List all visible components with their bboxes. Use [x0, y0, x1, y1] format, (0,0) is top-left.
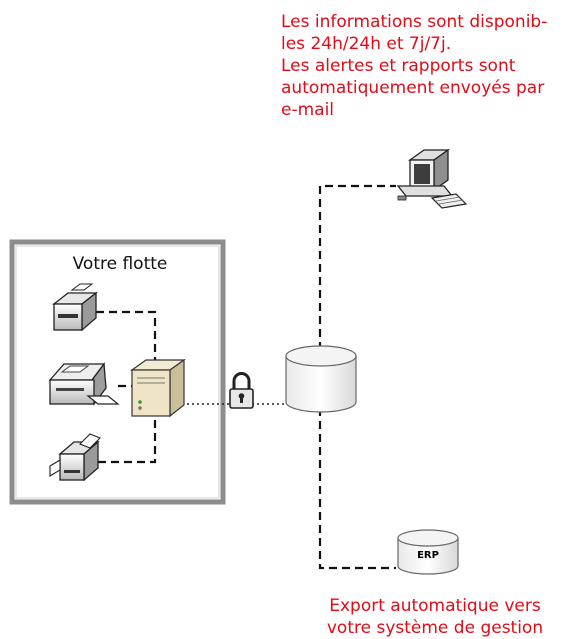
caption-export: Export automatique vers votre système de… — [300, 595, 570, 639]
erp-label: ERP — [417, 550, 439, 561]
printer-icon-top — [52, 283, 98, 332]
caption-bottom-line: votre système de gestion — [326, 618, 544, 638]
caption-top-line: Les alertes et rapports sont — [281, 56, 516, 76]
dashed-connectors — [96, 184, 396, 570]
fleet-frame-inner — [15, 245, 220, 499]
connector-to-erp — [318, 408, 396, 570]
caption-bottom-line: Export automatique vers — [329, 596, 541, 616]
connector-printer-top — [96, 310, 157, 362]
computer-icon — [396, 148, 468, 209]
caption-top-line: automatiquement envoyés par — [281, 78, 545, 98]
printer-icon-middle — [48, 362, 120, 406]
database-icon — [285, 345, 357, 413]
caption-availability: Les informations sont disponib- les 24h/… — [281, 11, 581, 121]
fleet-title: Votre flotte — [72, 254, 168, 274]
printer-icon-bottom — [49, 433, 101, 482]
caption-top-line: les 24h/24h et 7j/7j. — [281, 34, 452, 54]
erp-database-icon — [397, 529, 459, 575]
connector-printer-bottom — [98, 412, 157, 464]
lock-icon — [229, 372, 254, 409]
caption-top-line: e-mail — [281, 100, 335, 120]
fleet-frame — [9, 239, 226, 505]
connector-to-computer — [318, 184, 396, 350]
server-icon — [130, 358, 186, 418]
caption-top-line: Les informations sont disponib- — [281, 12, 548, 32]
